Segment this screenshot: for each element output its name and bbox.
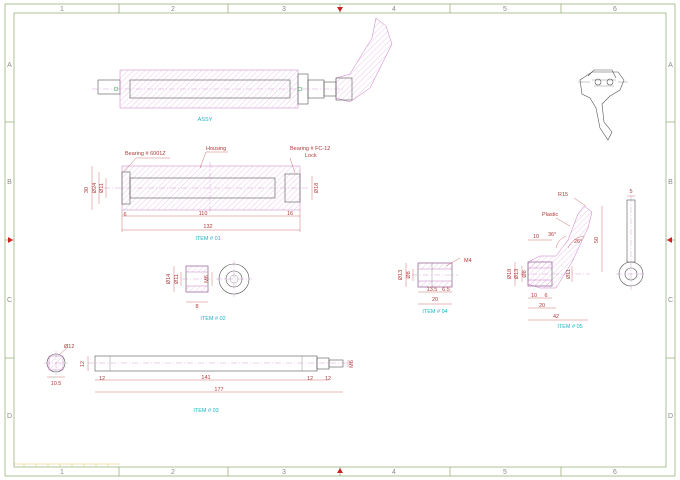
item-02-dim-thread: M6 xyxy=(204,275,210,283)
item-03-shaft: Ø12 10.5 12 M6 12 141 12 12 177 ITEM # 0… xyxy=(44,344,355,414)
dim-right-length: 16 xyxy=(287,211,293,217)
item-05-dim-angle2: 26° xyxy=(574,239,582,245)
dim-left-length: 6 xyxy=(123,212,126,218)
item-03-dim-seg-left: 12 xyxy=(99,376,105,382)
item-02-dim-d1: Ø14 xyxy=(166,274,172,284)
item-04-dim-l2: 6.5 xyxy=(442,287,450,293)
col-label-4-bottom: 4 xyxy=(392,469,396,476)
item-05-caption: ITEM # 05 xyxy=(557,324,582,330)
item-03-dim-seg-r2: 12 xyxy=(325,376,331,382)
row-label-a-left: A xyxy=(7,62,12,69)
item-03-dim-thread: M6 xyxy=(349,360,355,368)
col-label-2-top: 2 xyxy=(171,6,175,13)
col-label-1-top: 1 xyxy=(60,6,64,13)
dim-outer-diameter: 30 xyxy=(84,187,90,193)
col-label-5-top: 5 xyxy=(503,6,507,13)
col-label-5-bottom: 5 xyxy=(503,469,507,476)
col-label-6-top: 6 xyxy=(613,6,617,13)
item-05-dim-height: 50 xyxy=(594,237,600,243)
item-05-dim-d4: Ø11 xyxy=(566,269,572,279)
item-03-dim-seg-mid: 141 xyxy=(201,375,210,381)
item-05-dim-top: 10 xyxy=(533,234,539,240)
col-label-3-bottom: 3 xyxy=(282,469,286,476)
item-05-dim-side-width: 5 xyxy=(629,189,632,195)
item-04-dim-total: 20 xyxy=(432,297,438,303)
assembly-caption: ASSY xyxy=(198,117,213,123)
item-03-dim-height: 12 xyxy=(80,361,86,367)
col-label-3-top: 3 xyxy=(282,6,286,13)
item-03-caption: ITEM # 03 xyxy=(193,408,218,414)
item-05-dim-w1: 10 xyxy=(531,293,537,299)
item-01-caption: ITEM # 01 xyxy=(195,236,220,242)
item-02-caption: ITEM # 02 xyxy=(200,316,225,322)
item-03-dim-diameter: Ø12 xyxy=(64,344,74,350)
item-05-dim-w2: 6 xyxy=(544,293,547,299)
bearing-left-label: Bearing # 6001Z xyxy=(125,151,166,157)
item-05-dim-d2: Ø13 xyxy=(514,269,520,279)
row-label-d-left: D xyxy=(7,413,12,420)
row-label-c-left: C xyxy=(7,297,12,304)
item-02-spacer: Ø14 Ø11 M6 8 ITEM # 02 xyxy=(166,261,252,322)
dim-mid-length: 110 xyxy=(199,211,208,217)
item-03-dim-seg-r1: 12 xyxy=(307,376,313,382)
top-center-mark xyxy=(337,7,343,12)
sheet-border xyxy=(4,3,676,477)
bearing-right-label: Bearing # FC-12 xyxy=(290,146,330,152)
dim-total-length: 132 xyxy=(203,224,212,230)
item-04-dim-thread: M4 xyxy=(464,258,472,264)
item-05-dim-d3: Ø8 xyxy=(522,270,528,277)
item-02-dim-width: 8 xyxy=(195,304,198,310)
item-04-dim-d2: Ø8 xyxy=(406,271,412,278)
col-label-6-bottom: 6 xyxy=(613,469,617,476)
item-03-dim-total: 177 xyxy=(214,387,223,393)
row-label-b-left: B xyxy=(7,179,12,186)
item-03-dim-end-width: 10.5 xyxy=(51,381,62,387)
col-label-4-top: 4 xyxy=(392,6,396,13)
row-label-a-right: A xyxy=(668,62,673,69)
isometric-view xyxy=(578,69,628,141)
assembly-view: ASSY xyxy=(92,17,393,123)
right-center-mark xyxy=(667,237,672,243)
item-04-dim-d1: Ø13 xyxy=(398,270,404,280)
left-center-mark xyxy=(8,237,13,243)
row-label-d-right: D xyxy=(668,413,673,420)
item-05-dim-radius: R15 xyxy=(558,192,568,198)
col-label-1-bottom: 1 xyxy=(60,469,64,476)
item-01-housing: Bearing # 6001Z Housing Bearing # FC-12 … xyxy=(84,146,330,242)
dim-right-diameter: Ø18 xyxy=(314,183,320,193)
item-04-caption: ITEM # 04 xyxy=(422,309,447,315)
item-05-lever: R15 Plastic 10 36° 26° 50 Ø18 Ø13 Ø8 Ø11… xyxy=(507,189,646,330)
bottom-center-mark xyxy=(337,468,343,473)
border-labels: 1 2 3 4 5 6 1 2 3 4 5 6 A B C D A B C D xyxy=(7,6,673,476)
row-label-c-right: C xyxy=(668,297,673,304)
dim-inner-diameter: Ø11 xyxy=(99,183,105,193)
col-label-2-bottom: 2 xyxy=(171,469,175,476)
bearing-right-sublabel: Lock xyxy=(305,153,317,159)
item-02-dim-d2: Ø11 xyxy=(174,274,180,284)
item-04-dim-l1: 13.5 xyxy=(427,287,438,293)
item-05-dim-angle1: 36° xyxy=(548,232,556,238)
item-04-nut: M4 Ø13 Ø8 13.5 6.5 20 ITEM # 04 xyxy=(398,257,472,315)
housing-label: Housing xyxy=(206,146,226,152)
item-05-dim-total: 42 xyxy=(553,314,559,320)
item-05-dim-d1: Ø18 xyxy=(507,269,513,279)
row-label-b-right: B xyxy=(668,179,673,186)
item-05-note-plastic: Plastic xyxy=(542,212,558,218)
dim-bearing-diameter: Ø24 xyxy=(92,183,98,193)
item-05-dim-w3: 20 xyxy=(539,303,545,309)
